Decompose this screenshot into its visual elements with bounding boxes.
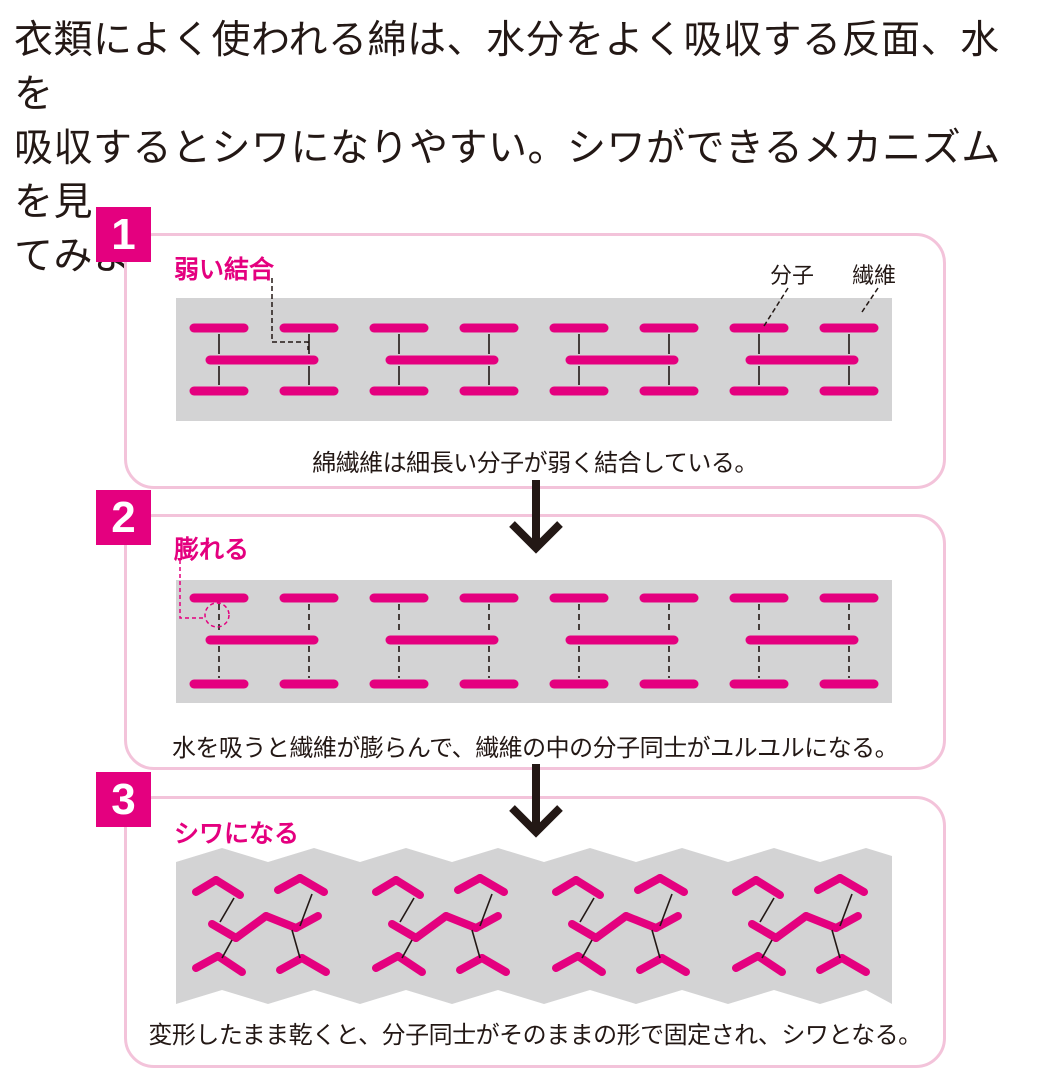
bond-line xyxy=(471,929,481,959)
bond-line xyxy=(839,893,853,927)
molecule-segment xyxy=(476,874,508,896)
bond-line xyxy=(831,929,841,959)
down-arrow-icon xyxy=(509,480,563,554)
molecule-segment xyxy=(838,954,870,976)
step-3-caption: 変形したまま乾くと、分子同士がそのままの形で固定され、シワとなる。 xyxy=(148,1021,922,1049)
molecule-annotation: 分子 xyxy=(770,264,815,289)
bond-line xyxy=(659,893,673,927)
molecule-segment xyxy=(296,874,328,896)
swell-leader xyxy=(179,560,206,619)
bond-line xyxy=(651,929,661,959)
molecule-segment xyxy=(552,952,582,972)
molecule-segment xyxy=(262,912,300,932)
bond-line xyxy=(401,939,413,959)
bond-line xyxy=(759,897,775,923)
molecule-segment xyxy=(816,954,846,974)
intro-line-1: 衣類によく使われる綿は、水分をよく吸収する反面、水を xyxy=(14,18,1000,117)
bond-line xyxy=(299,893,313,927)
molecule-segment xyxy=(572,876,604,899)
molecule-segment xyxy=(754,952,786,976)
molecule-segment xyxy=(636,954,666,974)
molecule-segment xyxy=(802,912,840,932)
molecule-segment xyxy=(832,912,862,932)
molecule-segment xyxy=(298,954,330,976)
down-arrow-icon xyxy=(509,764,563,838)
fiber-leader xyxy=(861,287,879,313)
molecule-segment xyxy=(836,874,868,896)
wrinkled-molecules xyxy=(192,874,870,976)
bond-line xyxy=(221,939,233,959)
molecule-segment xyxy=(232,912,270,942)
molecule-segment xyxy=(656,874,688,896)
molecule-segment xyxy=(568,920,600,942)
molecule-segment xyxy=(276,954,306,974)
bond-line xyxy=(399,897,415,923)
step-1-label: 弱い結合 xyxy=(174,255,275,284)
molecule-segment xyxy=(392,876,424,899)
bond-line xyxy=(479,893,493,927)
bond-line xyxy=(761,939,773,959)
bond-line xyxy=(581,939,593,959)
bond-line xyxy=(579,897,595,923)
molecule-segment xyxy=(292,912,322,932)
bond-line xyxy=(291,929,301,959)
molecule-segment xyxy=(574,952,606,976)
molecule-segment xyxy=(394,952,426,976)
molecule-segment xyxy=(472,912,502,932)
molecule-segment xyxy=(814,874,844,894)
step-3-label: シワになる xyxy=(174,819,300,848)
molecule-segment xyxy=(732,952,762,972)
molecule-segment xyxy=(658,954,690,976)
step-2-number: 2 xyxy=(96,490,151,545)
molecule-segment xyxy=(454,874,484,894)
molecule-segment xyxy=(772,912,810,942)
fiber-annotation: 繊維 xyxy=(852,264,897,289)
molecule-segment xyxy=(752,876,784,899)
fiber-band-3 xyxy=(176,848,892,1004)
molecule-segment xyxy=(442,912,480,932)
weak-bond-leader xyxy=(271,278,309,350)
molecule-segment xyxy=(214,952,246,976)
molecule-segment xyxy=(208,920,240,942)
molecule-segment xyxy=(192,952,222,972)
swollen-molecules xyxy=(189,593,879,689)
step-3-number: 3 xyxy=(96,772,151,827)
molecule-segment xyxy=(622,912,660,932)
step-2-label: 膨れる xyxy=(174,535,250,564)
molecule-segment xyxy=(212,876,244,899)
step-1-number: 1 xyxy=(96,207,151,262)
intro-line-2: 吸収するとシワになりやすい。シワができるメカニズムを見 xyxy=(14,126,1001,225)
molecule-segment xyxy=(412,912,450,942)
molecule-segment xyxy=(274,874,304,894)
molecule-segment xyxy=(372,952,402,972)
step-2-caption: 水を吸うと繊維が膨らんで、繊維の中の分子同士がユルユルになる。 xyxy=(171,734,899,762)
bond-line xyxy=(219,897,235,923)
molecule-segment xyxy=(478,954,510,976)
swell-highlight-circle xyxy=(204,602,230,628)
molecule-segment xyxy=(456,954,486,974)
molecule-segment xyxy=(388,920,420,942)
step-1-caption: 綿繊維は細長い分子が弱く結合している。 xyxy=(312,449,758,477)
weak-bond-molecules xyxy=(189,323,879,396)
molecule-segment xyxy=(592,912,630,942)
molecule-segment xyxy=(652,912,682,932)
molecule-segment xyxy=(748,920,780,942)
molecule-segment xyxy=(634,874,664,894)
